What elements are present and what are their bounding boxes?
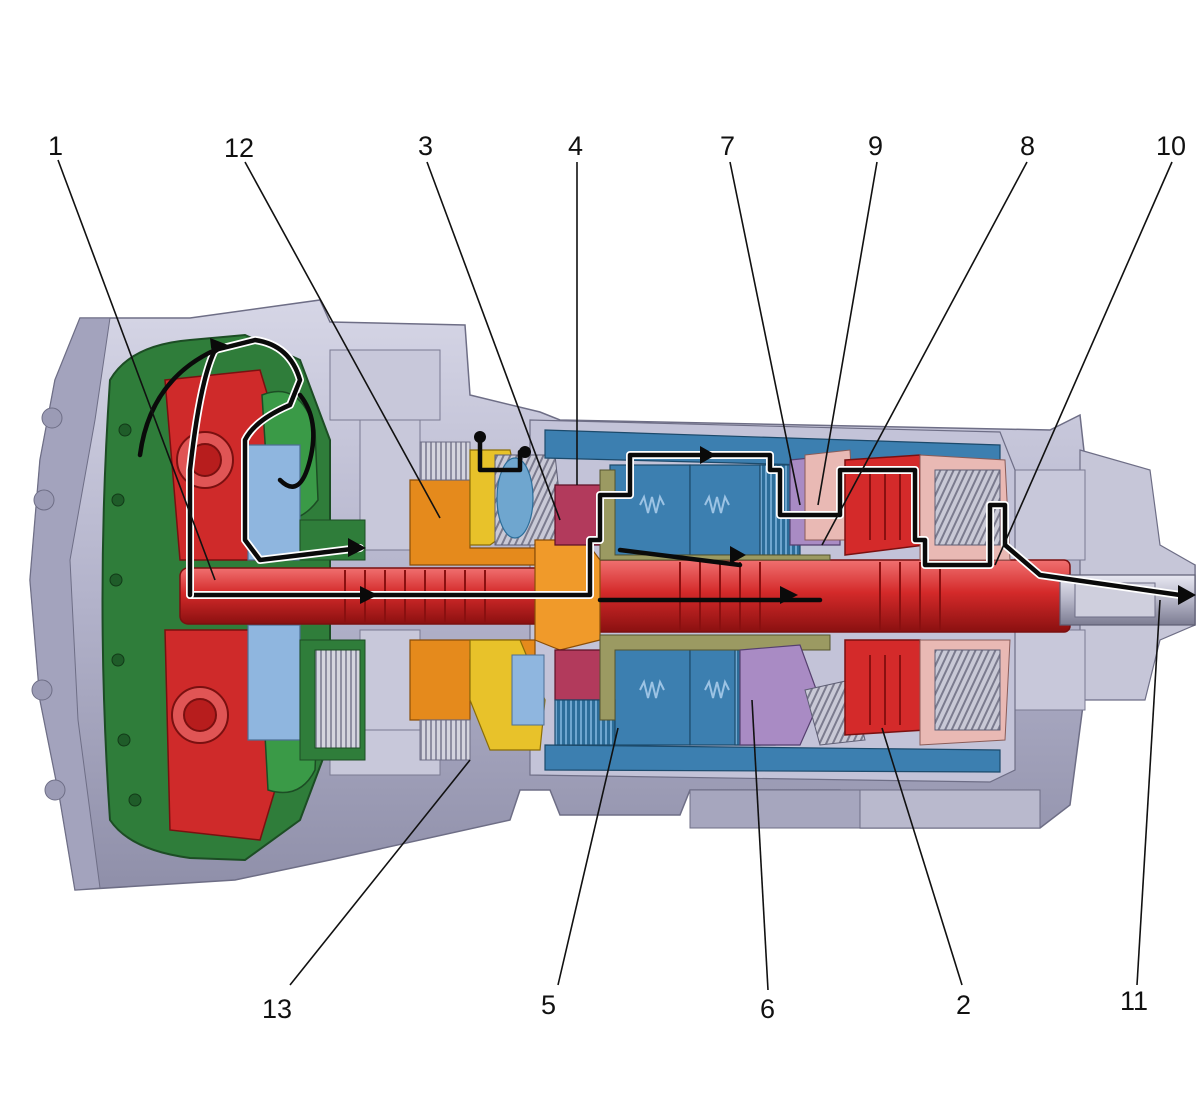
callout-7: 7 (720, 131, 735, 161)
callout-leaders (57, 159, 1173, 991)
callout-12: 12 (224, 133, 254, 163)
leader-12 (244, 161, 441, 519)
callout-5: 5 (541, 990, 556, 1020)
callout-13: 13 (262, 994, 292, 1024)
leader-10 (994, 161, 1173, 566)
rear-clutch (844, 454, 926, 736)
leader-3 (426, 161, 561, 521)
front-pump-and-clutch (409, 441, 606, 761)
leader-11 (1136, 599, 1161, 986)
power-flow-path (137, 336, 1196, 605)
leader-9 (817, 161, 878, 506)
callout-1: 1 (48, 131, 63, 161)
callout-8: 8 (1020, 131, 1035, 161)
main-shaft (594, 559, 1071, 633)
callout-11: 11 (1120, 986, 1148, 1016)
leader-7 (729, 161, 801, 506)
callout-9: 9 (868, 131, 883, 161)
leader-2 (881, 727, 963, 986)
callout-2: 2 (956, 990, 971, 1020)
callout-numbers: 1 12 3 4 7 9 8 10 13 5 6 2 11 (48, 131, 1186, 1024)
callout-4: 4 (568, 131, 583, 161)
leader-8 (821, 161, 1028, 546)
clutch-pack-assembly (544, 429, 1001, 773)
callout-3: 3 (418, 131, 433, 161)
callout-6: 6 (760, 994, 775, 1024)
leader-5 (557, 727, 619, 986)
callout-10: 10 (1156, 131, 1186, 161)
leader-13 (289, 759, 471, 986)
leader-1 (57, 159, 216, 581)
leader-6 (751, 699, 769, 991)
